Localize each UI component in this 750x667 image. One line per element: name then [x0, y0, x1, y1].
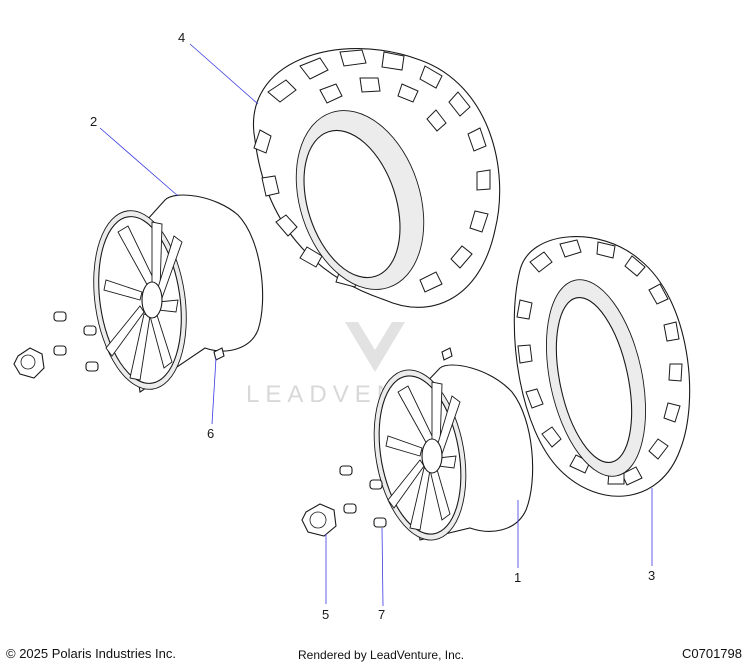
watermark-logo-icon [345, 322, 405, 372]
wheel-upper-spokes [103, 221, 183, 381]
callout-6[interactable]: 6 [207, 426, 214, 441]
valve-stem-lower [441, 347, 453, 361]
valve-stem-upper [213, 347, 225, 361]
leader-lines [99, 43, 653, 607]
lug-nuts-upper [53, 311, 99, 372]
leader-line-6 [211, 357, 217, 425]
tire-lower [513, 236, 691, 497]
callout-3[interactable]: 3 [648, 568, 655, 583]
hub-cap-upper [13, 347, 45, 379]
wheel-lower [373, 364, 534, 541]
wheel-upper [93, 194, 264, 393]
callout-1[interactable]: 1 [514, 570, 521, 585]
lug-nuts-lower [339, 465, 387, 528]
leader-line-2 [99, 127, 179, 197]
diagram-code: C0701798 [682, 646, 742, 661]
callout-4[interactable]: 4 [178, 30, 185, 45]
rendered-by-text: Rendered by LeadVenture, Inc. [298, 648, 465, 662]
callout-7[interactable]: 7 [378, 607, 385, 622]
copyright-text: © 2025 Polaris Industries Inc. [6, 646, 176, 661]
leader-line-4 [189, 43, 259, 105]
hub-cap-lower [301, 503, 337, 537]
tire-upper [252, 48, 501, 308]
leader-line-7 [381, 527, 384, 607]
callout-labels: 4 2 6 1 3 5 7 [90, 30, 655, 622]
callout-2[interactable]: 2 [90, 114, 97, 129]
wheel-lower-spokes [385, 381, 461, 531]
callout-5[interactable]: 5 [322, 607, 329, 622]
tire-lower-tread [516, 239, 683, 486]
